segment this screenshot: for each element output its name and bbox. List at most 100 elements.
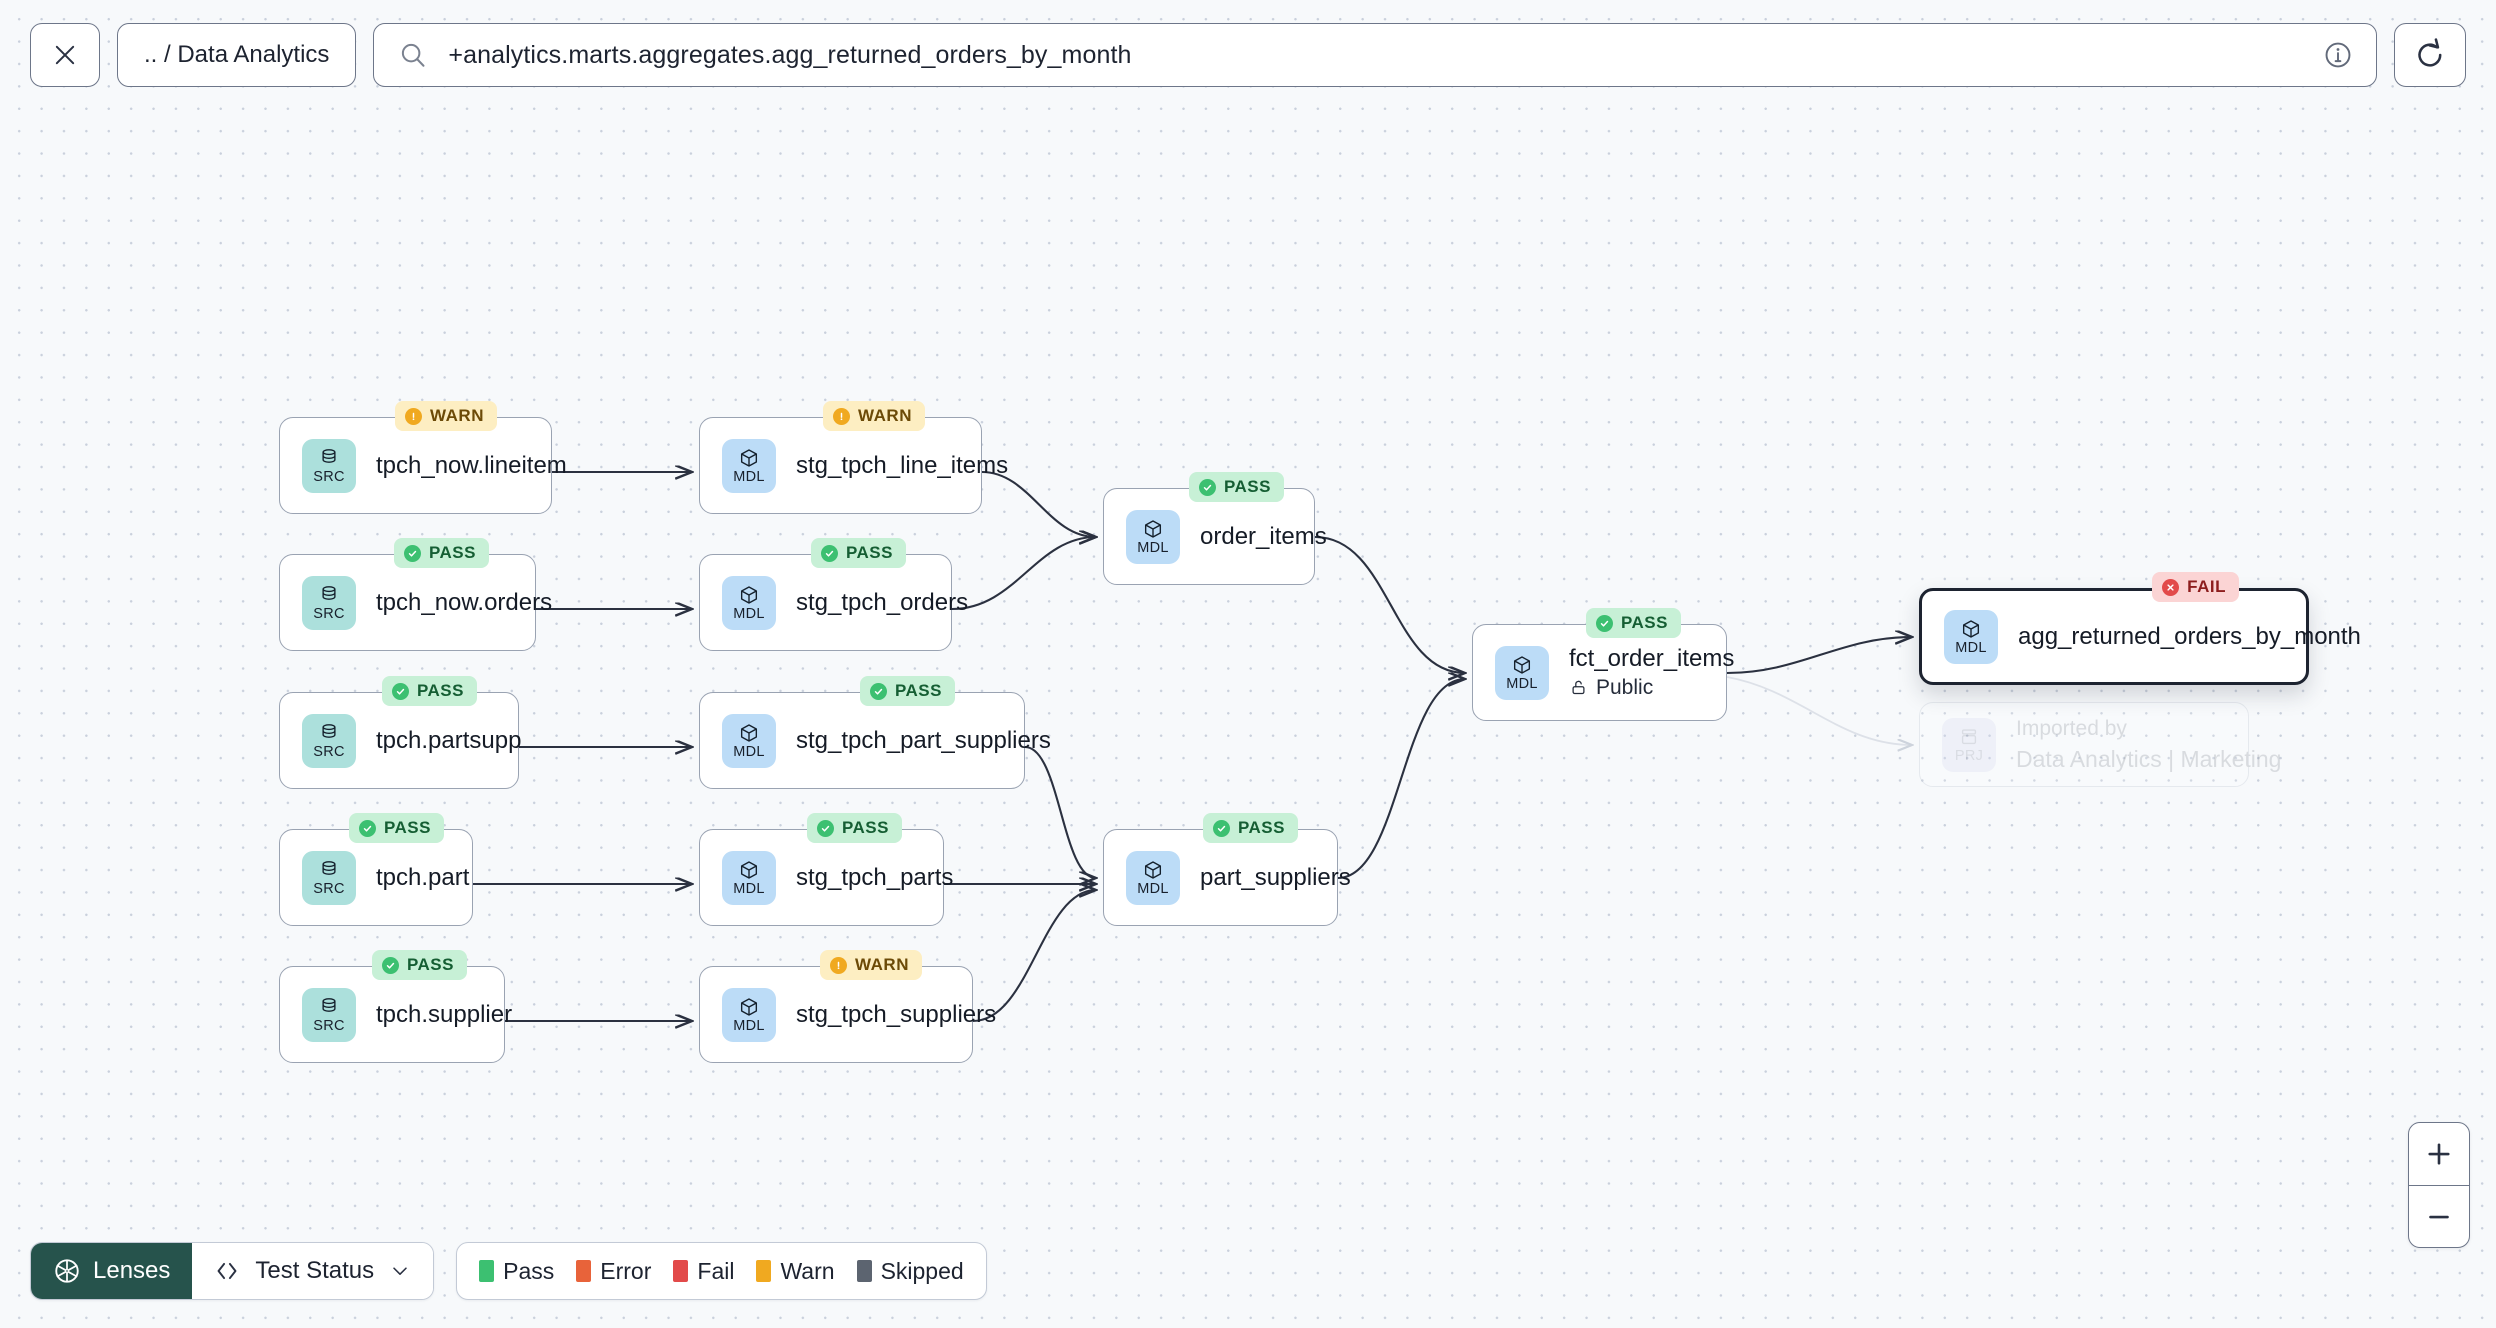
node-title: stg_tpch_parts [796, 863, 954, 891]
legend-item-warn[interactable]: Warn [756, 1258, 835, 1285]
database-icon [322, 860, 336, 875]
node-title: tpch_now.lineitem [376, 451, 567, 479]
node-type-label: MDL [733, 468, 765, 485]
status-badge: PASS [806, 813, 902, 843]
zoom-controls [2408, 1122, 2470, 1248]
status-badge-label: PASS [416, 681, 464, 700]
node-type-chip-src: SRC [302, 575, 356, 630]
legend-swatch-error [576, 1260, 592, 1282]
node-body: stg_tpch_suppliers [796, 1001, 996, 1029]
minus-icon [2429, 1215, 2449, 1218]
node-title: stg_tpch_line_items [796, 451, 1009, 479]
status-warn-icon [833, 407, 851, 425]
status-badge: PASS [348, 813, 444, 843]
node-type-label: MDL [733, 1017, 765, 1034]
node-body: stg_tpch_line_items [796, 452, 1008, 480]
node-body: tpch_now.lineitem [376, 452, 567, 480]
node-type-label: MDL [733, 880, 765, 897]
status-badge-label: PASS [428, 543, 476, 562]
node-type-label: MDL [1506, 675, 1538, 692]
status-pass-icon [820, 544, 838, 562]
close-icon [55, 45, 75, 65]
node-visibility-label: Public [1596, 675, 1654, 699]
info-icon[interactable] [2322, 39, 2354, 71]
legend-swatch-pass [479, 1260, 495, 1282]
node-type-label: MDL [733, 605, 765, 622]
legend-label: Fail [697, 1257, 735, 1284]
node-project-name: Data Analytics | Marketing [2016, 745, 2282, 772]
legend-item-fail[interactable]: Fail [673, 1258, 734, 1285]
status-pass-icon [1595, 614, 1613, 632]
database-icon [322, 723, 336, 738]
lenses-button[interactable]: Lenses [31, 1243, 193, 1299]
node-type-chip-mdl: MDL [1944, 609, 1998, 664]
lineage-node-stg_tpch_line_items[interactable]: MDL stg_tpch_line_items [699, 417, 1008, 514]
search-icon [402, 43, 425, 67]
lens-select-button[interactable]: Test Status [192, 1243, 434, 1299]
cube-icon [740, 449, 758, 467]
refresh-button[interactable] [2394, 23, 2466, 87]
node-body: part_suppliers [1200, 864, 1351, 892]
zoom-out-button[interactable] [2409, 1185, 2469, 1247]
chevron-down-icon [393, 1267, 407, 1275]
legend-label: Skipped [880, 1257, 964, 1284]
cube-icon [740, 998, 758, 1016]
search-input[interactable]: +analytics.marts.aggregates.agg_returned… [373, 23, 2377, 87]
zoom-in-button[interactable] [2409, 1123, 2469, 1185]
aperture-icon [55, 1259, 79, 1283]
status-badge: PASS [1585, 608, 1681, 638]
close-button[interactable] [30, 23, 100, 87]
node-type-label: SRC [313, 605, 345, 622]
node-title: part_suppliers [1200, 863, 1351, 891]
search-value: +analytics.marts.aggregates.agg_returned… [448, 40, 1132, 69]
node-title: stg_tpch_part_suppliers [796, 726, 1051, 754]
node-body: tpch_now.orders [376, 589, 552, 617]
status-badge: WARN [395, 401, 497, 431]
plus-icon [2428, 1143, 2450, 1165]
lineage-node-stg_tpch_parts[interactable]: MDL stg_tpch_parts [699, 829, 953, 926]
database-icon [322, 997, 336, 1012]
lens-select-label: Test Status [255, 1257, 375, 1284]
status-badge: PASS [1202, 813, 1298, 843]
lineage-node-stg_tpch_suppliers[interactable]: MDL stg_tpch_suppliers [699, 966, 996, 1063]
legend-label: Error [600, 1257, 652, 1284]
legend-item-skipped[interactable]: Skipped [856, 1257, 964, 1285]
status-pass-icon [358, 819, 376, 837]
node-type-label: SRC [313, 1017, 345, 1034]
status-badge-label: PASS [1223, 477, 1271, 496]
status-pass-icon [869, 682, 887, 700]
node-title: tpch_now.orders [376, 588, 553, 616]
bottom-toolbar: Lenses Test Status Pass Error Fail Warn Skip… [30, 1242, 987, 1300]
node-body: tpch.partsupp [376, 727, 521, 755]
unlock-icon [1572, 681, 1585, 695]
status-badge-label: PASS [841, 818, 889, 837]
status-badge-label: PASS [894, 681, 942, 700]
status-badge: WARN [820, 950, 922, 980]
lineage-node-tpch_now_orders[interactable]: SRC tpch_now.orders [279, 554, 552, 651]
node-type-label: MDL [1137, 539, 1169, 556]
legend-item-pass[interactable]: Pass [479, 1258, 554, 1285]
cube-icon [740, 861, 758, 879]
node-type-chip-mdl: MDL [722, 575, 776, 630]
node-type-chip-prj: PRJ [1942, 717, 1996, 772]
status-badge: PASS [859, 676, 955, 706]
cube-icon [740, 586, 758, 604]
legend-item-error[interactable]: Error [576, 1258, 651, 1285]
node-title: fct_order_items [1569, 645, 1735, 673]
breadcrumb[interactable]: .. / Data Analytics [117, 23, 357, 87]
